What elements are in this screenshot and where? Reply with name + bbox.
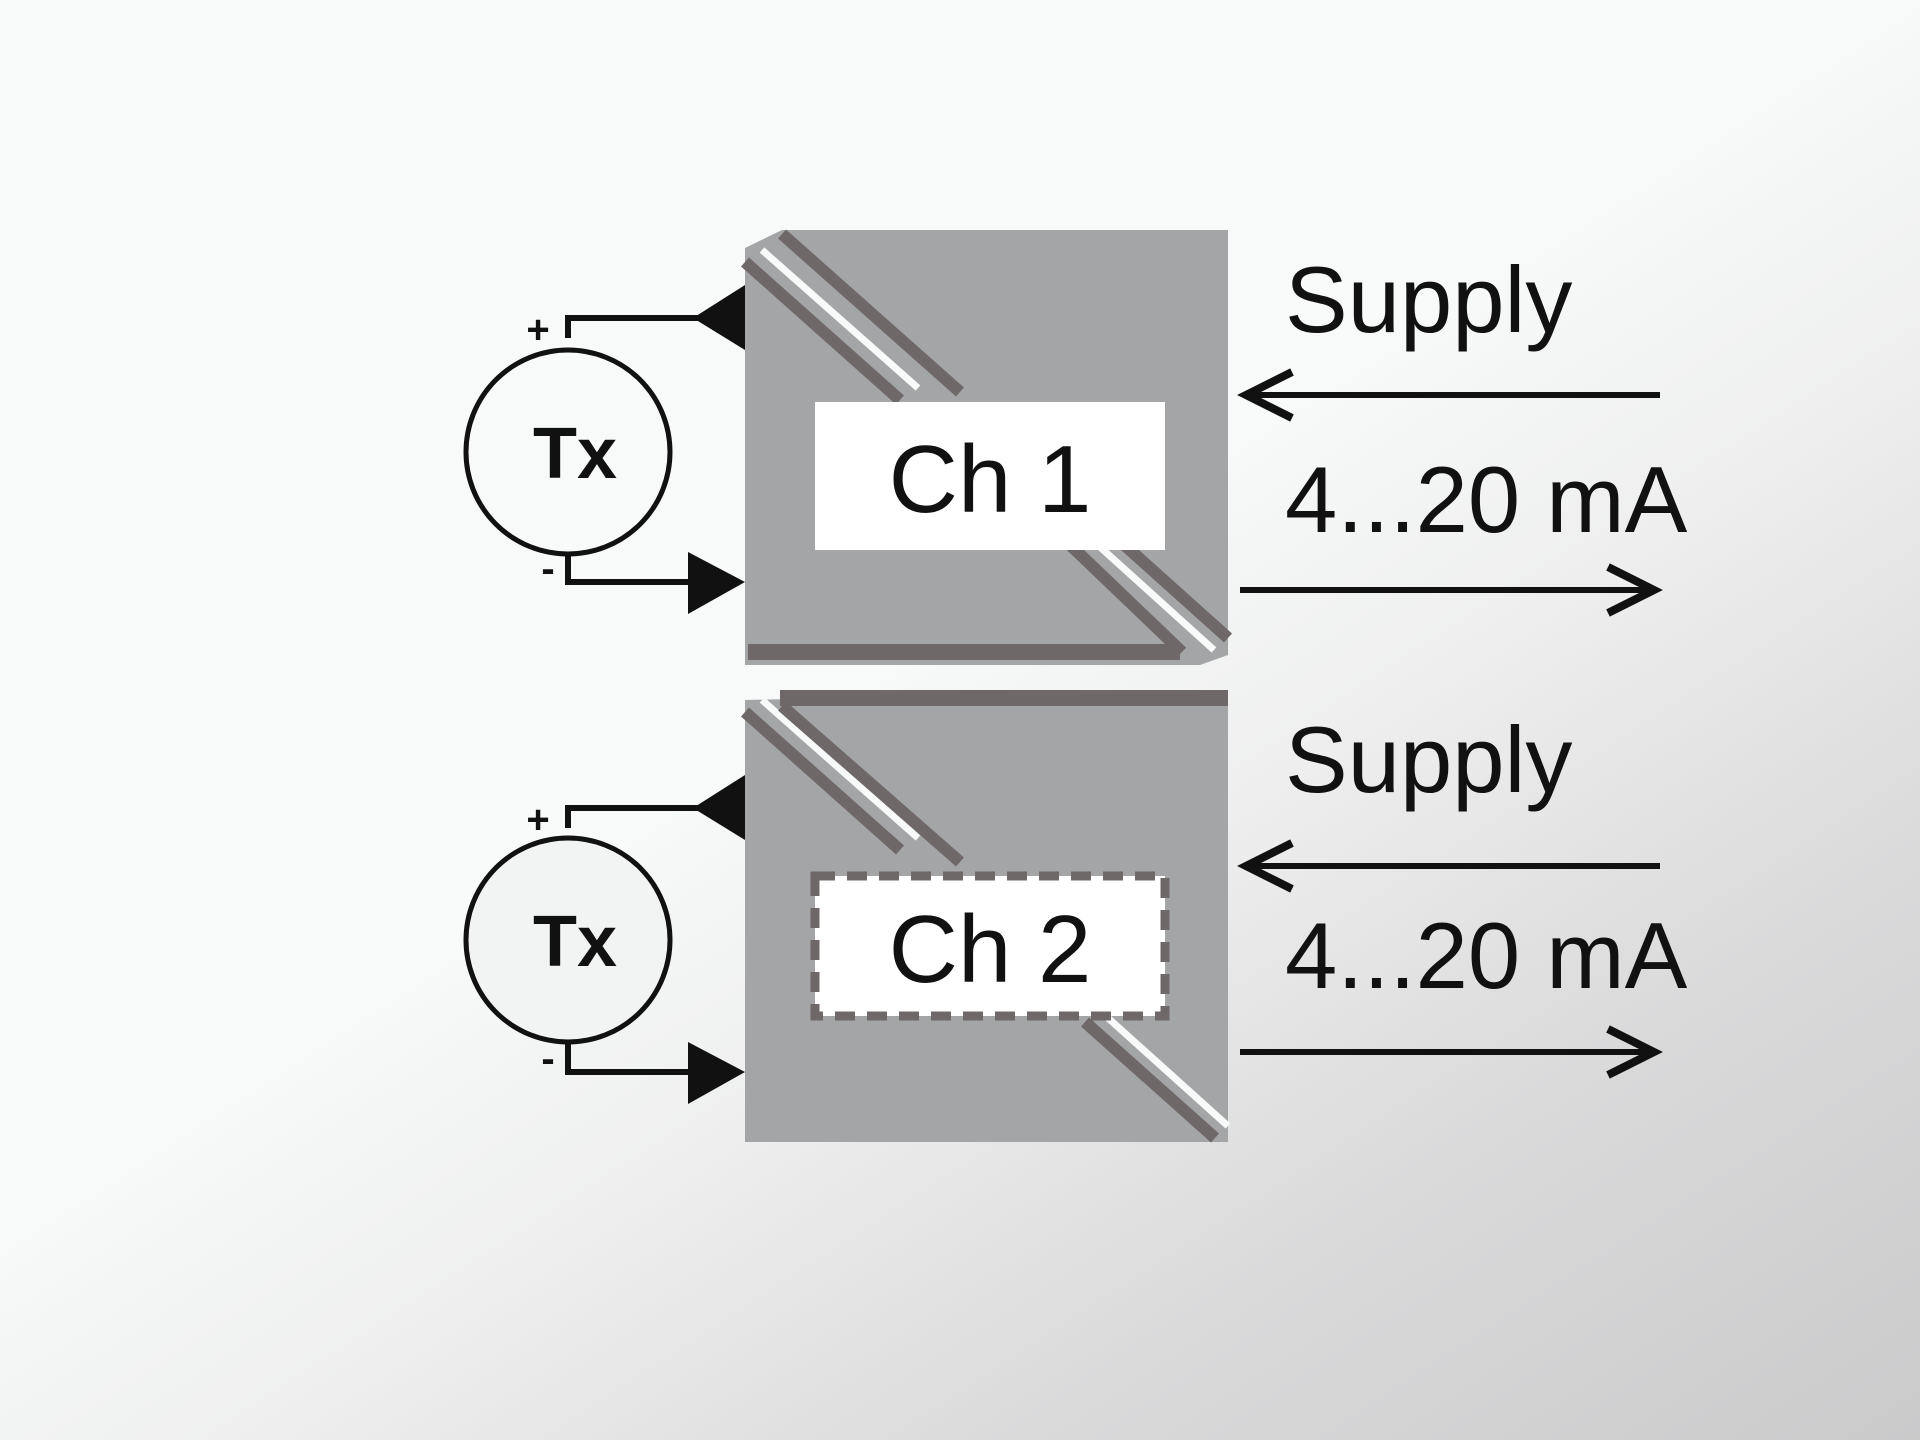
- ch1-transmitter-circle: [463, 347, 673, 557]
- ch1-plus-wire: [565, 315, 700, 338]
- ch2-diagonal-upper-light: [759, 697, 921, 841]
- ch2-diagonal-upper-dark-2: [778, 701, 964, 867]
- ch2-input-arrow-left: [693, 775, 745, 840]
- ch1-diagonal-lower-light: [1087, 535, 1217, 653]
- ch2-channel-label: Ch 2: [889, 896, 1092, 1003]
- channel-1: Tx + - Ch 1 Supply 4...20 mA: [463, 229, 1688, 665]
- ch1-plus-sign: +: [526, 308, 549, 352]
- ch2-transmitter-circle: [463, 835, 673, 1045]
- ch1-transmitter: Tx + -: [463, 308, 673, 591]
- ch2-transmitter-label: Tx: [533, 902, 617, 982]
- ch2-plus-sign: +: [526, 798, 549, 842]
- ch1-supply-label: Supply: [1285, 247, 1572, 352]
- ch2-io: Supply 4...20 mA: [1237, 707, 1688, 1079]
- ch1-supply-arrow-head: [1237, 368, 1294, 422]
- ch2-transmitter-wiring: [565, 775, 745, 1104]
- ch1-minus-sign: -: [541, 547, 554, 591]
- ch2-plus-wire: [565, 805, 700, 828]
- ch2-diagonal-lower-light: [1105, 1015, 1231, 1129]
- ch1-transmitter-label: Tx: [533, 414, 617, 494]
- ch2-input-arrow-right: [688, 1042, 745, 1104]
- ch1-diagonal-upper-dark-2: [778, 229, 964, 397]
- ch2-supply-label: Supply: [1285, 707, 1572, 812]
- channel-2: Tx + - Ch 2 Supply 4...20 mA: [463, 690, 1688, 1143]
- ch1-signal-arrow-head: [1606, 563, 1663, 617]
- ch2-signal-label: 4...20 mA: [1285, 903, 1688, 1008]
- ch1-isolator-module: Ch 1: [741, 229, 1233, 665]
- ch2-isolator-module: Ch 2: [741, 690, 1231, 1143]
- ch1-label-box: [815, 402, 1165, 550]
- ch2-transmitter: Tx + -: [463, 798, 673, 1081]
- ch1-signal-label: 4...20 mA: [1285, 447, 1688, 552]
- ch2-diagonal-upper-dark: [741, 707, 904, 855]
- ch1-input-arrow-right: [688, 552, 745, 614]
- ch1-diagonal-upper-light: [759, 247, 921, 391]
- ch2-diagonal-lower-dark: [1081, 1017, 1219, 1143]
- ch2-supply-arrow-head: [1237, 839, 1294, 893]
- ch1-diagonal-lower-dark: [1060, 535, 1187, 657]
- ch2-signal-arrow-head: [1606, 1025, 1663, 1079]
- ch2-label-box: [810, 871, 1170, 1021]
- ch1-io: Supply 4...20 mA: [1237, 247, 1688, 617]
- ch2-minus-sign: -: [541, 1037, 554, 1081]
- ch1-channel-label: Ch 1: [889, 426, 1092, 533]
- ch1-input-arrow-left: [693, 285, 745, 350]
- ch1-diagonal-upper-dark: [741, 257, 904, 405]
